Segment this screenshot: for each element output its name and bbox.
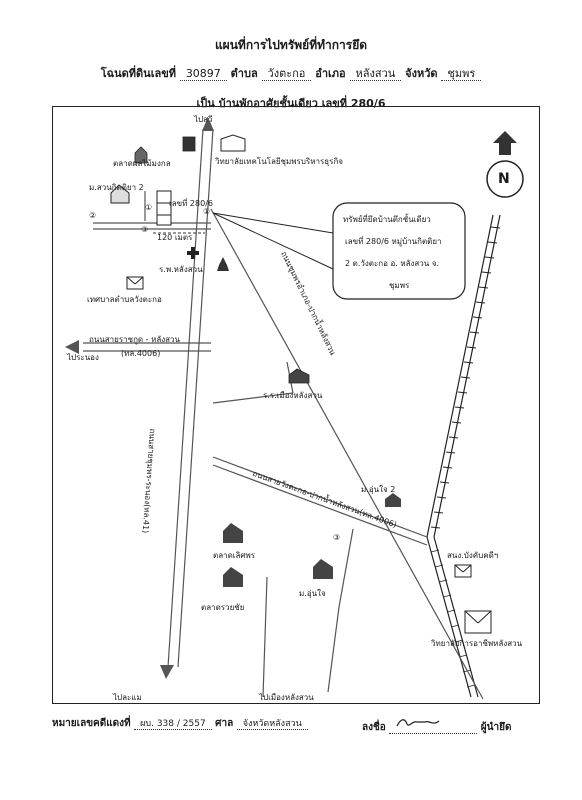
marker-2: ② xyxy=(89,211,97,220)
label-college-vocational: วิทยาลัยการอาชีพหลังสวน xyxy=(431,639,523,648)
province-value: ชุมพร xyxy=(441,67,482,81)
market-icon-ruangchai xyxy=(223,567,243,587)
label-to-ranong: ไประนอง xyxy=(67,353,99,362)
map-drawing xyxy=(65,117,524,700)
label-to-mueang-langsuan: ไปเมืองหลังสวน xyxy=(259,693,314,702)
compass-letter: N xyxy=(498,171,510,187)
callout-line-1: ทรัพย์ที่ยึดบ้านตึกชั้นเดียว xyxy=(343,215,431,224)
label-college-tech: วิทยาลัยเทคโนโลยีชุมพรบริหารธุรกิจ xyxy=(215,157,343,166)
label-market-lertpon: ตลาดเลิศพร xyxy=(213,551,256,560)
label-road-ranong: ถนนสายราชกูด - หลังสวน xyxy=(89,335,180,344)
label-house-no: เลขที่ 280/6 xyxy=(169,199,213,208)
gate-icon xyxy=(182,136,196,152)
house-icon-kittiya xyxy=(110,184,130,204)
court-label: ศาล xyxy=(215,718,234,729)
deed-label: โฉนดที่ดินเลขที่ xyxy=(100,67,176,80)
callout-line-3: 2 ต.วังตะกอ อ. หลังสวน จ. xyxy=(345,259,440,268)
deed-line: โฉนดที่ดินเลขที่ 30897 ตำบล วังตะกอ อำเภ… xyxy=(0,64,582,82)
callout-line-2: เลขที่ 280/6 หมู่บ้านกิตติยา xyxy=(345,237,442,246)
seizer-label: ผู้นำยึด xyxy=(480,722,512,733)
label-village-unjai: ม.อุ่นใจ xyxy=(299,589,326,598)
label-market-ruangchai: ตลาดรวยชัย xyxy=(201,603,245,612)
police-icon xyxy=(454,564,472,578)
sign-line: ลงชื่อ ผู้นำยึด xyxy=(362,716,511,735)
court-value: จังหวัดหลังสวน xyxy=(236,719,308,730)
temple-icon xyxy=(217,257,229,271)
subdistrict-label: ตำบล xyxy=(230,67,258,80)
label-school-mueang: ร.ร.เมืองหลังสวน xyxy=(263,391,323,400)
case-number: ผบ. 338 / 2557 xyxy=(134,719,212,730)
compass-icon xyxy=(486,131,524,198)
district-label: อำเภอ xyxy=(315,67,346,80)
page-title: แผนที่การไปทรัพย์ที่ทำการยึด xyxy=(214,38,368,52)
village-icon-unjai xyxy=(313,559,333,579)
label-road-ranong-code: (ทล.4006) xyxy=(121,349,161,358)
label-distance: 120 เมตร xyxy=(157,233,193,242)
label-hospital: ร.พ.หลังสวน xyxy=(159,265,203,274)
railway xyxy=(426,214,501,698)
market-icon-mongkol xyxy=(134,146,148,164)
deed-number: 30897 xyxy=(179,67,227,81)
school-icon xyxy=(288,368,310,384)
callout-box xyxy=(332,202,466,300)
market-icon-lertpon xyxy=(223,523,243,543)
callout-line-4: ชุมพร xyxy=(389,281,410,290)
house-icon-subject xyxy=(156,190,172,226)
vocational-college-icon xyxy=(464,610,492,634)
signature-mark xyxy=(396,719,440,727)
case-label: หมายเลขคดีแดงที่ xyxy=(52,718,131,729)
label-police: สนง.บังคับคดีฯ xyxy=(447,551,499,560)
marker-3b: ③ xyxy=(333,533,341,542)
district-value: หลังสวน xyxy=(349,67,402,81)
callout-pointer xyxy=(212,212,334,234)
label-village-kittiya: ม.สวนกิตติยา 2 xyxy=(89,183,144,192)
municipality-icon xyxy=(126,276,144,290)
map-frame: ไปสวี ตลาดผลไม้มงกล วิทยาลัยเทคโนโลยีชุม… xyxy=(52,106,540,704)
marker-1b: ① xyxy=(203,207,211,216)
label-market-mongkol: ตลาดผลไม้มงกล xyxy=(113,159,171,168)
sign-label: ลงชื่อ xyxy=(362,722,386,733)
college-icon xyxy=(220,134,246,152)
road-network xyxy=(83,128,484,700)
case-line: หมายเลขคดีแดงที่ ผบ. 338 / 2557 ศาล จังห… xyxy=(52,716,308,731)
signature-field xyxy=(389,716,478,734)
direction-arrows xyxy=(65,117,214,679)
label-village-unjai2: ม.อุ่นใจ 2 xyxy=(361,485,396,494)
label-to-posi: ไปสวี xyxy=(194,115,213,124)
subdistrict-value: วังตะกอ xyxy=(261,67,312,81)
province-label: จังหวัด xyxy=(405,67,438,80)
label-municipality: เทศบาลตำบลวังตะกอ xyxy=(87,295,162,304)
hospital-icon xyxy=(187,247,199,259)
marker-3a: ③ xyxy=(141,225,149,234)
village-icon-unjai2 xyxy=(385,493,401,507)
label-to-lamae: ไปละแม xyxy=(113,693,142,702)
marker-1a: ① xyxy=(145,203,153,212)
